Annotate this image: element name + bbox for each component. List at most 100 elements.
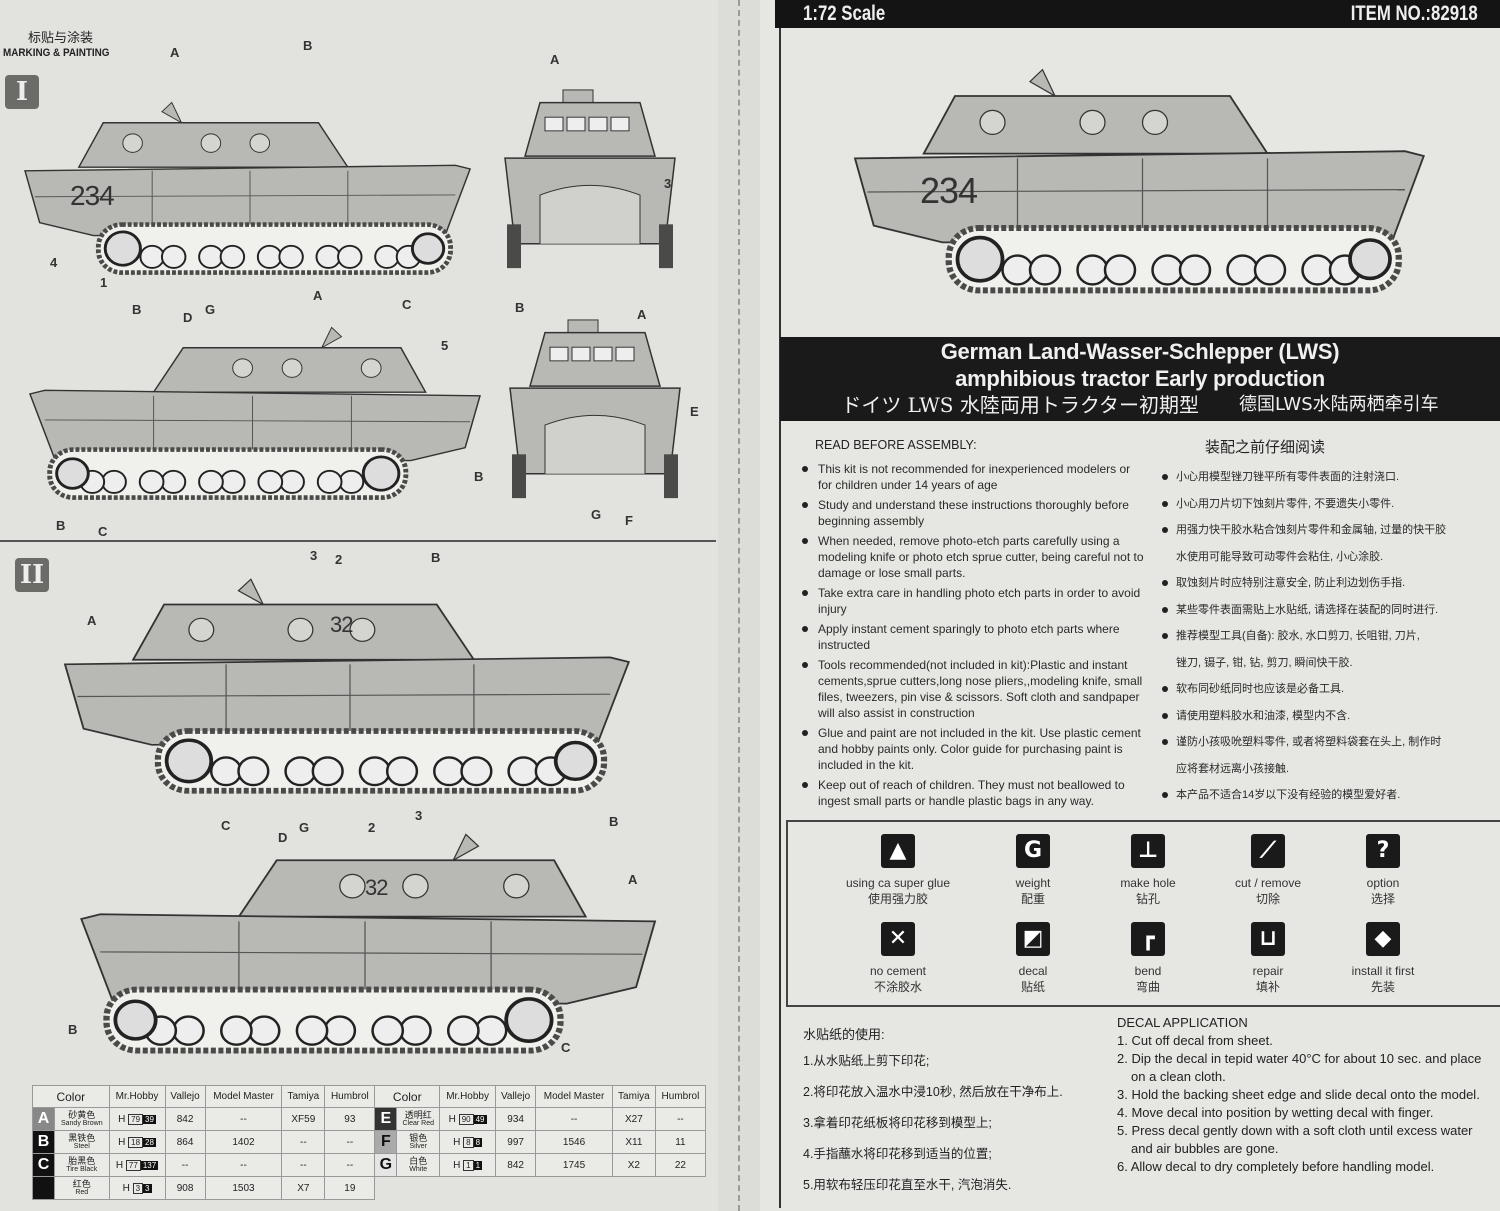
callout: 3 — [310, 548, 318, 563]
hull-number: 32 — [330, 612, 354, 637]
callout: C — [402, 297, 412, 312]
drive-sprocket — [103, 230, 142, 267]
porthole — [503, 873, 530, 899]
color-table-header: Color — [374, 1085, 441, 1108]
road-wheel — [1076, 254, 1109, 286]
instruction-item: Apply instant cement sparingly to photo … — [800, 621, 1145, 653]
callout: F — [625, 513, 633, 528]
color-name-en: Clear Red — [402, 1120, 435, 1127]
decal-icon: ◩ — [1016, 922, 1050, 956]
tamiya-code: -- — [281, 1130, 326, 1154]
symbol-label-cn: 填补 — [1255, 980, 1280, 994]
hull-seam — [34, 194, 456, 198]
super-glue-icon: ▲ — [881, 834, 915, 868]
install-first-icon: ◆ — [1366, 922, 1400, 956]
color-name-en: Steel — [73, 1143, 90, 1150]
callout: B — [68, 1022, 78, 1037]
no-cement-icon: ✕ — [881, 922, 915, 956]
callout: 5 — [441, 338, 449, 353]
road-wheel — [138, 469, 165, 494]
track-right — [659, 224, 673, 269]
decal-cn-steps: 1.从水贴纸上剪下印花;2.将印花放入温水中浸10秒, 然后放在干净布上.3.拿… — [803, 1046, 1113, 1201]
window — [549, 346, 569, 362]
decal-step-en: 1. Cut off decal from sheet. — [1117, 1033, 1273, 1048]
instruction-item-cn-continued: 锉刀, 镊子, 钳, 钻, 剪刀, 瞬间快干胶. — [1176, 656, 1353, 669]
callout: A — [87, 613, 97, 628]
tamiya-code: X2 — [611, 1153, 656, 1177]
road-wheel — [1301, 254, 1334, 286]
instruction-item: Tools recommended(not included in kit):P… — [800, 657, 1145, 721]
road-wheel — [374, 244, 400, 269]
color-letter: G — [374, 1153, 398, 1177]
section-badge-1: I — [5, 75, 39, 109]
repair-icon: ⊔ — [1251, 922, 1285, 956]
callout: A — [628, 872, 638, 887]
humbrol-code: -- — [324, 1153, 376, 1177]
instruction-item-cn-continued: 应将套材远离小孩接触. — [1176, 762, 1290, 775]
symbol-repair: ⊔ repair 填补 — [1198, 922, 1338, 995]
cupola — [562, 89, 594, 105]
road-wheel — [385, 756, 419, 787]
callout: G — [205, 302, 216, 317]
decal-step-en: 2. Dip the decal in tepid water 40°C for… — [1117, 1051, 1482, 1084]
window — [615, 346, 635, 362]
drive-sprocket — [504, 997, 554, 1043]
mh-code-b: 137 — [140, 1160, 159, 1170]
vallejo-code: 842 — [164, 1107, 206, 1131]
tamiya-code: -- — [281, 1153, 326, 1177]
decal-step-cn: 5.用软布轻压印花直至水干, 汽泡消失. — [803, 1178, 1012, 1192]
symbol-label-en: cut / remove — [1234, 876, 1302, 890]
symbol-label-en: repair — [1252, 964, 1284, 978]
callout: 4 — [50, 255, 58, 270]
instructions-en-list: This kit is not recommended for inexperi… — [800, 461, 1145, 813]
callout: 3 — [664, 176, 672, 191]
instruction-item-cn: 请使用塑料胶水和油漆, 模型内不含. — [1160, 703, 1490, 730]
color-letter — [32, 1176, 55, 1200]
read-before-cn: 装配之前仔细阅读 — [1205, 439, 1326, 456]
hatch — [1028, 68, 1057, 98]
read-before-en: READ BEFORE ASSEMBLY: — [815, 438, 977, 452]
instruction-item-cn: 推荐模型工具(自备): 胶水, 水口剪刀, 长咀钳, 刀片, — [1160, 623, 1490, 650]
porthole — [287, 617, 314, 642]
scale-label: 1:72 Scale — [803, 2, 886, 25]
model-master-code: -- — [204, 1107, 283, 1131]
color-table-header: Color — [32, 1085, 110, 1108]
color-name-cn: 银色 — [409, 1133, 428, 1143]
decal-step-en: 5. Press decal gently down with a soft c… — [1117, 1123, 1473, 1156]
callout: B — [303, 38, 313, 53]
color-table-header: Mr.Hobby — [439, 1085, 497, 1108]
model-master-code: 1503 — [204, 1176, 283, 1200]
idler-wheel — [410, 232, 446, 265]
color-name-cn: 胎黑色 — [68, 1156, 96, 1166]
road-wheel — [101, 469, 127, 494]
make-hole-icon: ⊥ — [1131, 834, 1165, 868]
color-name-en: Tire Black — [66, 1166, 98, 1173]
symbol-label-cn: 钻孔 — [1135, 892, 1160, 906]
color-table-header: Model Master — [204, 1085, 283, 1108]
idler-wheel — [1348, 238, 1392, 281]
model-master-code: 1546 — [535, 1130, 613, 1154]
humbrol-code: 22 — [654, 1153, 707, 1177]
humbrol-code: -- — [324, 1130, 376, 1154]
mh-prefix: H — [448, 1113, 456, 1125]
callout: D — [183, 310, 193, 325]
callout: A — [313, 288, 323, 303]
road-wheel — [358, 756, 391, 787]
porthole — [188, 617, 215, 642]
road-wheel — [399, 1015, 432, 1046]
vallejo-code: 997 — [495, 1130, 537, 1154]
decal-step-en: 4. Move decal into position by wetting d… — [1117, 1105, 1434, 1120]
bend-icon: ┏ — [1131, 922, 1165, 956]
vehicle-drawing — [80, 833, 657, 1054]
road-wheel — [160, 244, 187, 269]
road-wheel — [256, 244, 283, 269]
road-wheel — [446, 1015, 480, 1046]
road-wheel — [279, 469, 305, 494]
road-wheel — [198, 244, 224, 269]
tamiya-code: XF59 — [281, 1107, 326, 1131]
road-wheel — [219, 469, 246, 494]
road-wheel — [160, 469, 187, 494]
